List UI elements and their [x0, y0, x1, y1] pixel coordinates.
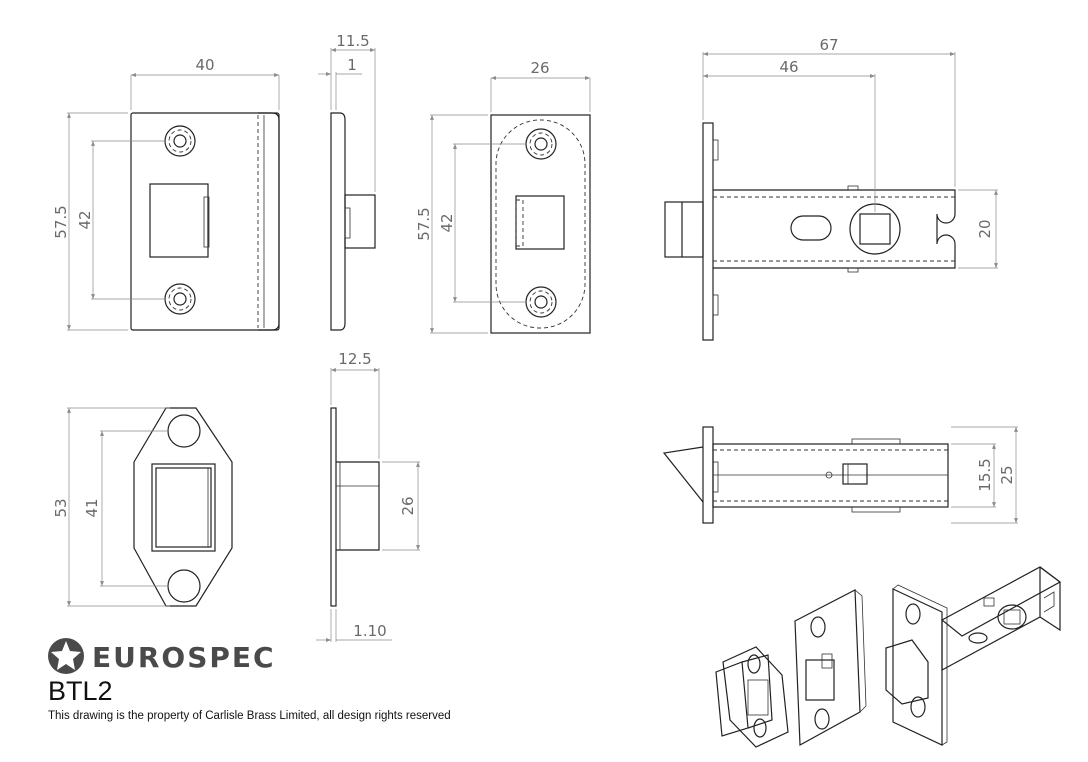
- dim-strike-hole-spacing: 42: [438, 213, 456, 232]
- product-model: BTL2: [48, 676, 113, 706]
- dim-strike-width: 26: [530, 59, 549, 77]
- star-badge-icon: [48, 638, 84, 674]
- strike-plate-view: [430, 76, 591, 334]
- dim-box-hole-spacing: 41: [83, 498, 101, 517]
- dim-faceplate-width: 40: [195, 56, 214, 74]
- strike-box-side-view: [316, 368, 420, 642]
- dim-box-plate: 1.10: [353, 622, 386, 640]
- dim-strike-height: 57.5: [415, 207, 433, 240]
- latch-side-view: [664, 52, 998, 341]
- brand-name: EUROSPEC: [92, 641, 276, 674]
- dim-latch-backset: 46: [779, 58, 798, 76]
- dim-latch-top-outer: 25: [998, 465, 1016, 484]
- forend-side-view: [318, 48, 376, 331]
- dim-box-depth: 12.5: [338, 350, 371, 368]
- latch-top-view: [662, 426, 1018, 524]
- copyright-notice: This drawing is the property of Carlisle…: [48, 710, 451, 722]
- dim-box-height: 53: [52, 498, 70, 517]
- eurospec-logo: EUROSPEC: [48, 638, 276, 674]
- dim-latch-top-inner: 15.5: [976, 458, 994, 491]
- dim-side-plate: 1: [347, 56, 357, 74]
- dim-side-total: 11.5: [336, 32, 369, 50]
- dim-faceplate-height: 57.5: [52, 205, 70, 238]
- dim-faceplate-hole-spacing: 42: [76, 210, 94, 229]
- dim-latch-body-height: 20: [976, 219, 994, 238]
- forend-front-view: [67, 73, 280, 331]
- strike-box-front-view: [67, 407, 233, 607]
- dim-latch-length: 67: [819, 36, 838, 54]
- dim-box-inner: 26: [399, 496, 417, 515]
- isometric-assembly: [715, 566, 1062, 748]
